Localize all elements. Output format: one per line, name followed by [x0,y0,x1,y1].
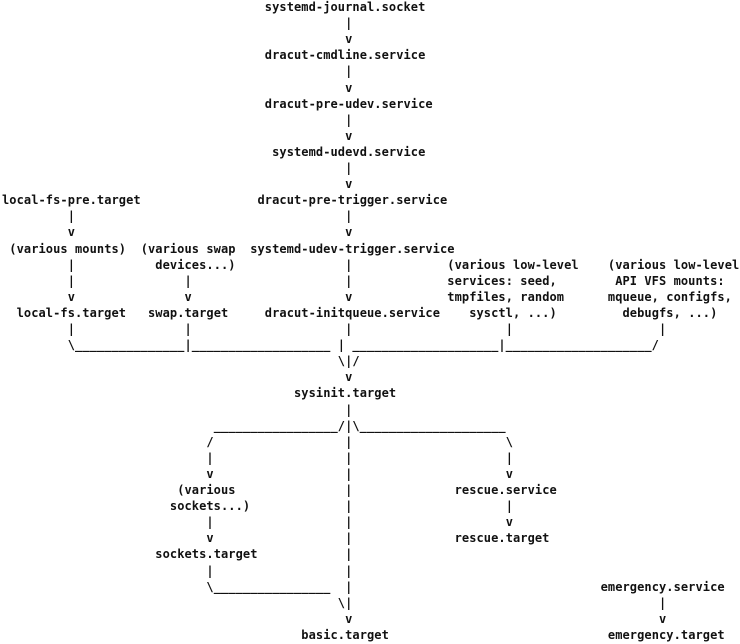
connector: \ [505,434,513,449]
connector: \| [337,595,353,610]
connector: / [206,434,214,449]
connector: | [206,563,214,578]
connector: | [345,499,353,514]
node-basic-target: basic.target [301,627,389,642]
node-rescue-service: rescue.service [454,483,557,497]
connector: | [345,579,353,594]
node-various-swap-2: devices...) [155,257,236,272]
arrow-down-icon: v [345,80,353,95]
node-emergency-target: emergency.target [607,627,725,642]
connector: | [345,161,353,175]
node-various-mounts: (various mounts) [9,241,127,256]
connector: | [345,112,353,127]
connector: | [345,209,353,224]
connector: | [345,450,353,465]
node-dracut-cmdline-service: dracut-cmdline.service [264,48,426,63]
connector: | [67,209,75,224]
connector: | [67,322,75,336]
connector: | [345,547,353,562]
connector: | [345,322,353,336]
arrow-down-icon: v [206,531,214,546]
connector: | [67,273,75,288]
node-systemd-udev-trigger-service: systemd-udev-trigger.service [250,241,455,256]
connector: | [345,434,353,449]
connector-line: \________________ [206,579,331,594]
arrow-down-icon: v [206,466,214,481]
node-low-level-services-3: tmpfiles, random [447,289,565,304]
node-low-level-services-4: sysctl, ...) [469,305,557,320]
arrow-down-icon: v [659,611,667,626]
arrow-down-icon: v [67,225,75,240]
connector: | [659,322,667,336]
arrow-down-icon: v [184,289,192,304]
connector: | [345,563,353,578]
arrow-down-icon: v [345,611,353,626]
node-emergency-service: emergency.service [600,579,725,594]
node-dracut-pre-udev-service: dracut-pre-udev.service [264,96,433,111]
connector: | [659,595,667,610]
connector: | [345,402,353,417]
node-systemd-journal-socket: systemd-journal.socket [264,0,426,14]
connector: | [345,257,353,272]
node-sockets-target: sockets.target [155,547,258,562]
connector: | [345,531,353,546]
connector: | [206,515,214,530]
node-api-vfs-3: mqueue, configfs, [607,289,732,304]
node-local-fs-target: local-fs.target [16,305,127,320]
arrow-down-icon: v [345,177,353,192]
arrow-down-icon: v [505,515,513,530]
connector: | [345,273,353,288]
connector: | [505,450,513,465]
connector: | [505,499,513,514]
connector: | [67,257,75,272]
arrow-down-icon: v [345,225,353,240]
connector: | [345,466,353,481]
node-api-vfs-4: debugfs, ...) [622,305,718,320]
arrow-down-icon: v [345,32,353,47]
connector-line: _________________/|\____________________ [213,418,506,433]
arrow-down-icon: v [345,128,353,143]
node-rescue-target: rescue.target [454,531,550,546]
node-systemd-udevd-service: systemd-udevd.service [272,144,426,159]
arrow-down-icon: v [345,289,353,304]
node-dracut-initqueue-service: dracut-initqueue.service [264,305,440,320]
arrow-down-icon: v [67,289,75,304]
node-sysinit-target: sysinit.target [294,386,397,401]
connector-line: \_______________|___________________ | _… [67,338,659,353]
connector: | [345,483,353,497]
node-various-sockets-2: sockets...) [169,499,251,514]
node-swap-target: swap.target [148,305,229,320]
node-various-swap-1: (various swap [140,241,236,256]
connector: | [345,16,353,31]
connector: | [345,64,353,79]
node-dracut-pre-trigger-service: dracut-pre-trigger.service [257,193,448,208]
node-api-vfs-1: (various low-level [607,257,740,272]
node-local-fs-pre-target: local-fs-pre.target [2,193,141,208]
arrow-down-icon: v [345,370,353,385]
node-low-level-services-2: services: seed, [447,273,557,288]
connector: \|/ [337,354,360,369]
node-low-level-services-1: (various low-level [447,257,579,272]
node-various-sockets-1: (various [177,483,236,497]
connector: | [345,515,353,530]
connector: | [206,450,214,465]
connector: | [505,322,513,336]
connector: | [184,273,192,288]
connector: | [184,322,192,336]
node-api-vfs-2: API VFS mounts: [615,273,725,288]
arrow-down-icon: v [505,466,513,481]
